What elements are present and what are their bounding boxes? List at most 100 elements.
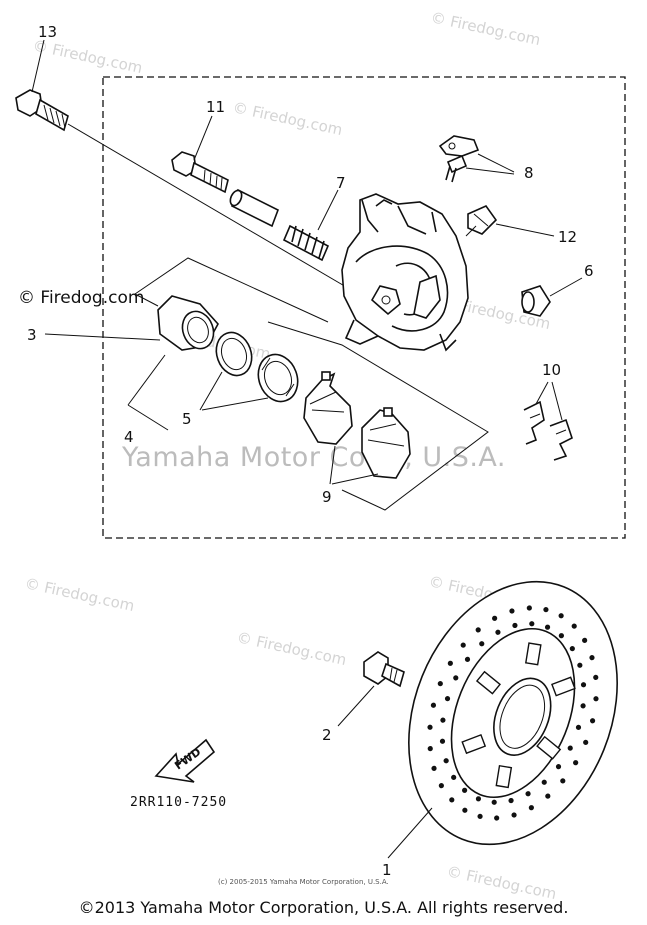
- disc-hole: [427, 724, 433, 730]
- disc-hole: [427, 745, 433, 752]
- disc-hole: [477, 813, 483, 819]
- label-part-6: 6: [584, 262, 594, 280]
- disc-hole: [462, 787, 468, 793]
- disc-hole: [560, 778, 566, 784]
- boot-7: [282, 189, 339, 262]
- watermark-3: © Firedog.com: [231, 98, 344, 139]
- disc-hole: [462, 807, 468, 813]
- copyright-notice: ©2013 Yamaha Motor Corporation, U.S.A. A…: [78, 898, 569, 917]
- assembly-boundary: [102, 76, 626, 539]
- bolt-13: [15, 39, 69, 132]
- disc-hole: [437, 681, 443, 687]
- disc-slot: [551, 676, 576, 697]
- disc-hole: [508, 797, 514, 804]
- leader-5: [199, 371, 269, 411]
- part-code: 2RR110-7250: [130, 795, 227, 810]
- part-number-labels: 1 2 3 4 5 6 7 8 9 10 11 12 13: [27, 23, 594, 879]
- disc-hole: [558, 633, 564, 639]
- piston-3: [44, 295, 219, 351]
- disc-hole: [558, 613, 564, 619]
- label-part-8: 8: [524, 164, 534, 182]
- label-part-1: 1: [382, 861, 392, 879]
- seal-5-b: [257, 353, 299, 403]
- disc-hole: [447, 660, 453, 666]
- bleeder-8: [438, 135, 515, 183]
- pad-9-b: [361, 407, 411, 479]
- disc-hole: [453, 675, 459, 681]
- disc-hole: [543, 607, 549, 613]
- fwd-arrow-icon: FWD: [154, 738, 216, 783]
- disc-hole: [464, 656, 471, 662]
- watermark-1: © Firedog.com: [429, 8, 542, 49]
- disc-hole: [555, 764, 562, 770]
- label-part-3: 3: [27, 326, 37, 344]
- label-part-11: 11: [206, 98, 225, 116]
- disc-hole: [593, 696, 599, 702]
- cap-12: [467, 205, 555, 237]
- leader-4: [127, 354, 169, 431]
- subassembly-outline: [134, 257, 489, 511]
- disc-carrier-slots: [461, 642, 576, 789]
- side-watermark: © Firedog.com: [18, 288, 145, 308]
- disc-hole: [525, 791, 531, 797]
- disc-hole: [541, 779, 547, 785]
- label-part-5: 5: [182, 410, 192, 428]
- disc-hole: [589, 718, 596, 724]
- label-part-4: 4: [124, 428, 134, 446]
- disc-hole: [509, 608, 515, 614]
- disc-slot: [475, 670, 501, 695]
- ghost-watermark: Yamaha Motor Corp., U.S.A.: [121, 442, 506, 473]
- seal-5-a: [215, 331, 253, 377]
- disc-hole: [575, 724, 582, 730]
- watermark-5: © Firedog.com: [23, 574, 136, 615]
- disc-slot: [536, 735, 562, 760]
- watermark-9: © Firedog.com: [445, 862, 558, 903]
- leader-13-axis: [67, 123, 366, 299]
- disc-hole: [526, 605, 532, 611]
- disc-hole: [479, 641, 485, 647]
- disc-hole: [495, 629, 501, 635]
- leader-9: [329, 445, 379, 485]
- brake-disc-1: [408, 580, 618, 846]
- disc-hole: [449, 797, 455, 803]
- sleeve-pin: [229, 188, 280, 228]
- leader-1: [387, 807, 433, 859]
- caliper-body: [341, 193, 477, 352]
- disc-hole: [430, 702, 437, 708]
- disc-slot: [461, 733, 487, 755]
- disc-holes: [427, 605, 599, 821]
- pad-9-a: [303, 371, 353, 445]
- disc-hole: [444, 696, 451, 702]
- springs-10: [523, 381, 573, 461]
- bolt-11: [171, 115, 229, 194]
- label-part-12: 12: [558, 228, 577, 246]
- label-part-7: 7: [336, 174, 346, 192]
- disc-hole: [567, 745, 573, 751]
- disc-hole: [443, 758, 449, 764]
- label-part-10: 10: [542, 361, 561, 379]
- disc-hole: [475, 796, 482, 802]
- disc-hole: [528, 805, 534, 811]
- watermark-2: © Firedog.com: [31, 36, 144, 77]
- disc-hole: [545, 793, 551, 799]
- disc-hole: [569, 646, 575, 652]
- grommet-6: [521, 277, 583, 317]
- label-part-9: 9: [322, 488, 332, 506]
- disc-bolt-2: [337, 651, 405, 727]
- disc-hole: [460, 642, 466, 648]
- watermark-7: © Firedog.com: [235, 628, 348, 669]
- disc-hole: [439, 738, 446, 744]
- disc-hole: [580, 682, 587, 688]
- subassembly-outline-edge: [134, 293, 159, 307]
- disc-hole: [583, 739, 589, 745]
- disc-hole: [571, 623, 577, 629]
- disc-hole: [492, 615, 498, 621]
- disc-hole: [593, 674, 599, 681]
- disc-hole: [582, 637, 588, 643]
- disc-slot: [495, 764, 513, 789]
- disc-hole: [451, 774, 457, 780]
- disc-hole: [529, 621, 535, 627]
- disc-hole: [475, 627, 481, 633]
- disc-hole: [431, 765, 437, 771]
